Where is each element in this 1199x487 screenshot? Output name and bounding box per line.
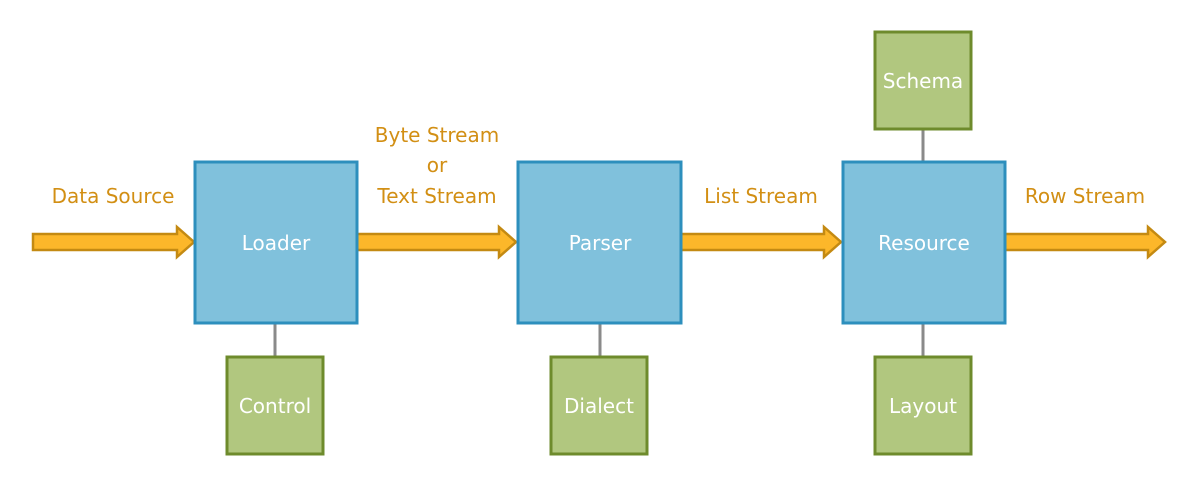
config-blocks xyxy=(225,30,973,456)
byte-stream-arrow xyxy=(355,224,518,260)
list-stream-arrow xyxy=(679,224,843,260)
byte-stream-label-line3: Text Stream xyxy=(376,184,496,208)
loader-label: Loader xyxy=(242,231,311,255)
data-source-arrow xyxy=(31,224,196,260)
layout-block xyxy=(873,355,973,456)
row-stream-label: Row Stream xyxy=(1025,184,1145,208)
parser-block xyxy=(516,160,683,325)
byte-stream-label-line2: or xyxy=(427,153,448,177)
main-blocks xyxy=(193,160,1007,325)
data-source-label: Data Source xyxy=(52,184,175,208)
control-label: Control xyxy=(239,394,311,418)
resource-block xyxy=(841,160,1007,325)
flow-labels: Data Source Byte Stream or Text Stream L… xyxy=(52,123,1146,208)
schema-block xyxy=(873,30,973,131)
byte-stream-label-line1: Byte Stream xyxy=(375,123,499,147)
flow-arrows xyxy=(31,224,1167,260)
list-stream-label: List Stream xyxy=(704,184,818,208)
dialect-block xyxy=(549,355,649,456)
loader-block xyxy=(193,160,359,325)
dialect-label: Dialect xyxy=(564,394,634,418)
control-block xyxy=(225,355,325,456)
resource-label: Resource xyxy=(878,231,970,255)
layout-label: Layout xyxy=(889,394,957,418)
connectors xyxy=(273,130,925,356)
parser-label: Parser xyxy=(569,231,632,255)
row-stream-arrow xyxy=(1003,224,1167,260)
schema-label: Schema xyxy=(883,69,963,93)
